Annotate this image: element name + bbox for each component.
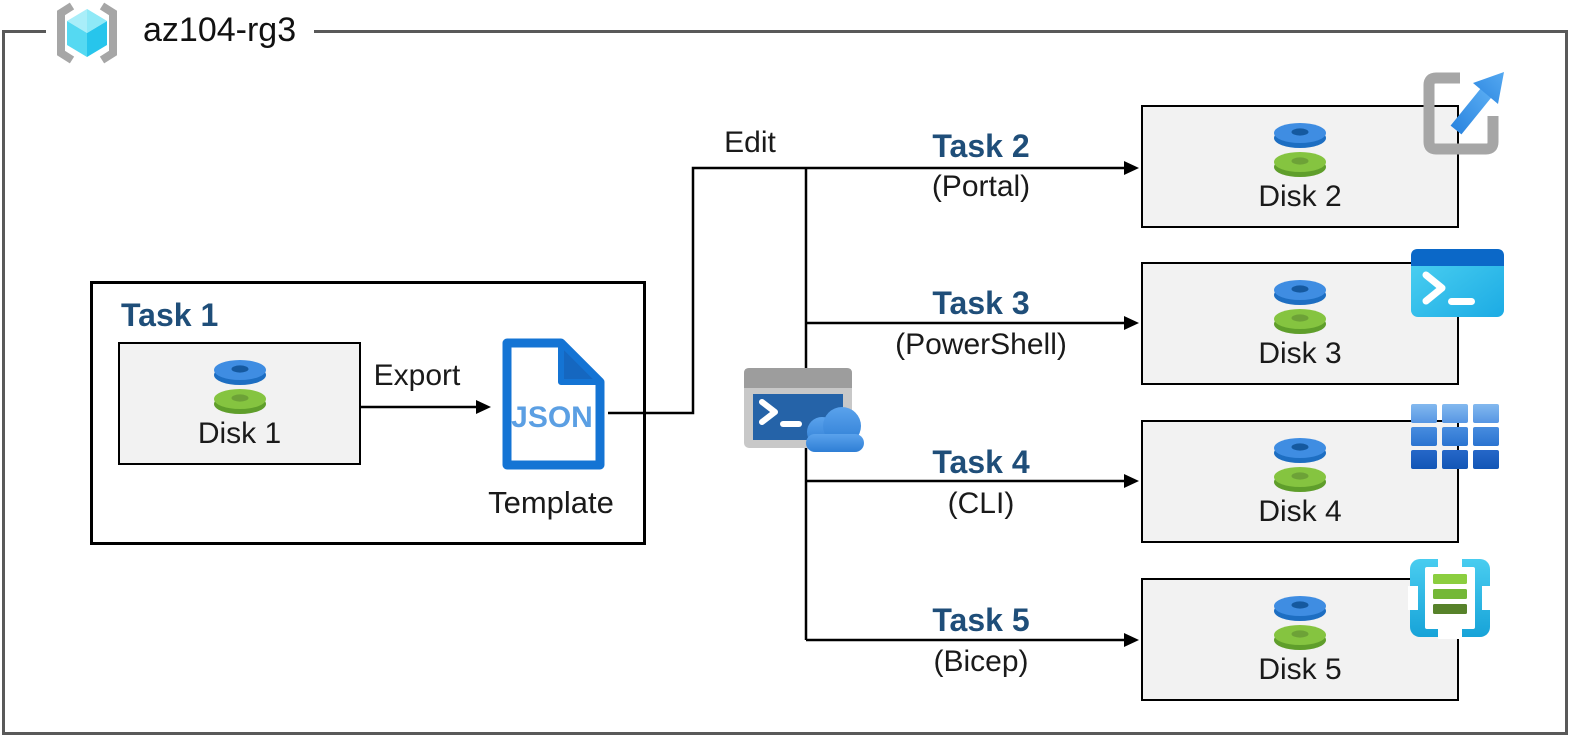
disk2-box: Disk 2: [1141, 105, 1459, 228]
disk1-label: Disk 1: [197, 417, 282, 450]
disk3-label: Disk 3: [1258, 337, 1342, 370]
task3-method-label: (PowerShell): [895, 328, 1067, 361]
disk-icon: [1274, 596, 1326, 650]
disk5-box: Disk 5: [1141, 578, 1459, 701]
task5-label: Task 5: [932, 602, 1030, 638]
task1-title: Task 1: [121, 297, 219, 333]
azure-portal-icon: [1423, 72, 1504, 155]
export-label: Export: [373, 359, 461, 392]
disk3-box: Disk 3: [1141, 262, 1459, 385]
task3-label: Task 3: [932, 285, 1030, 321]
disk-icon: [1274, 123, 1326, 177]
disk-icon: [1274, 438, 1326, 492]
powershell-icon: [1411, 249, 1504, 317]
disk5-label: Disk 5: [1258, 653, 1342, 686]
arm-template-icon: [1408, 557, 1492, 639]
disk4-label: Disk 4: [1258, 495, 1342, 528]
disk-icon: [213, 360, 266, 414]
task5-method-label: (Bicep): [933, 645, 1029, 678]
resource-group-name: az104-rg3: [143, 11, 297, 49]
task2-method-label: (Portal): [931, 170, 1031, 203]
task2-label: Task 2: [932, 128, 1030, 164]
disk2-label: Disk 2: [1258, 180, 1342, 213]
resource-group-frame: [2, 30, 1568, 735]
resource-group-icon: [57, 2, 117, 64]
azure-cli-icon: [1411, 404, 1499, 469]
template-label: Template: [488, 485, 614, 520]
disk-icon: [1274, 280, 1326, 334]
disk1-box: Disk 1: [118, 342, 361, 465]
edit-label: Edit: [724, 126, 776, 159]
disk4-box: Disk 4: [1141, 420, 1459, 543]
json-template-icon: JSON: [502, 338, 605, 470]
task4-label: Task 4: [932, 444, 1030, 480]
task4-method-label: (CLI): [947, 487, 1015, 520]
json-doc-text: JSON: [511, 401, 593, 434]
